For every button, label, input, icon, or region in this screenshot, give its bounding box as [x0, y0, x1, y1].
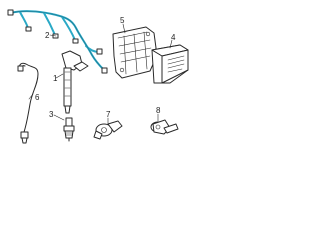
wiring-harness [7, 9, 108, 74]
leader-lines [28, 23, 173, 125]
callout-1: 1 [53, 74, 58, 83]
callout-5: 5 [120, 16, 125, 25]
spark-plug [63, 117, 75, 142]
callout-8: 8 [156, 106, 161, 115]
oxygen-sensor [17, 62, 39, 144]
callout-7: 7 [106, 110, 111, 119]
ecu-module [151, 44, 189, 84]
ecu-bracket [112, 26, 157, 79]
ignition-coil [61, 50, 89, 114]
callout-6: 6 [35, 93, 40, 102]
parts-diagram: 1 2 3 4 5 6 7 8 [7, 9, 189, 144]
cam-sensor [150, 119, 179, 135]
callout-4: 4 [171, 33, 176, 42]
crank-sensor [93, 120, 123, 140]
callout-2: 2 [45, 31, 50, 40]
callout-3: 3 [49, 110, 54, 119]
